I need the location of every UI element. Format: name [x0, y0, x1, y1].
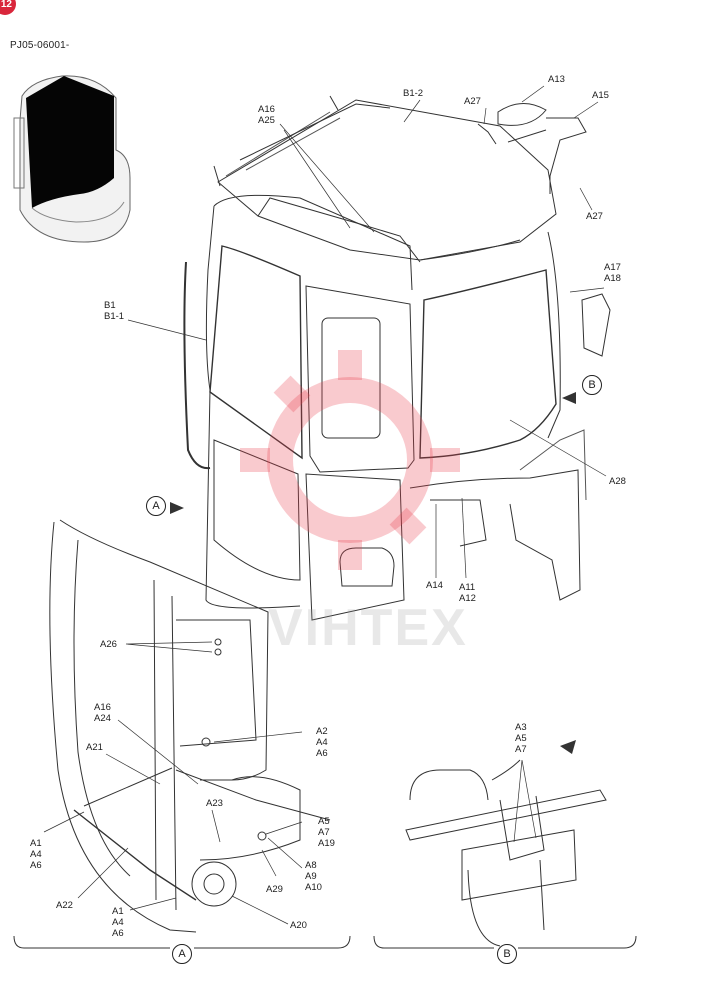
watermark-gear-icon [240, 350, 460, 570]
label-a5-a7-a19: A5 A7 A19 [318, 816, 335, 849]
view-b-caption: B [497, 944, 517, 964]
label-a1-a4-a6-left: A1 A4 A6 [30, 838, 42, 871]
cab-thumbnail [13, 75, 131, 243]
label-a21: A21 [86, 742, 103, 753]
label-a8-a9-a10: A8 A9 A10 [305, 860, 322, 893]
label-b1-2: B1-2 [403, 88, 424, 99]
label-a22: A22 [56, 900, 73, 911]
label-a17-a18: A17 A18 [604, 262, 621, 284]
label-a28: A28 [609, 476, 626, 487]
label-a23: A23 [206, 798, 223, 809]
label-a3-a5-a7: A3 A5 A7 [515, 722, 527, 755]
label-a29: A29 [266, 884, 283, 895]
view-a-caption: A [172, 944, 192, 964]
model-code: PJ05-06001- [10, 40, 70, 51]
label-a15: A15 [592, 90, 609, 101]
label-a16-a25: A16 A25 [258, 104, 275, 126]
watermark-text: VIHTEX [268, 599, 468, 657]
label-a16-a24: A16 A24 [94, 702, 111, 724]
page-number-badge: 12 [0, 0, 16, 15]
view-a-callout: A [146, 496, 166, 516]
label-a27-top: A27 [464, 96, 481, 107]
label-a2-a4-a6: A2 A4 A6 [316, 726, 328, 759]
label-a14: A14 [426, 580, 443, 591]
label-a26: A26 [100, 639, 117, 650]
label-a27-right: A27 [586, 211, 603, 222]
label-a11-a12: A11 A12 [459, 582, 476, 604]
label-a1-a4-a6-bottom: A1 A4 A6 [112, 906, 124, 939]
view-b-callout: B [582, 375, 602, 395]
label-a13: A13 [548, 74, 565, 85]
label-a20: A20 [290, 920, 307, 931]
label-b1: B1 B1-1 [104, 300, 125, 322]
